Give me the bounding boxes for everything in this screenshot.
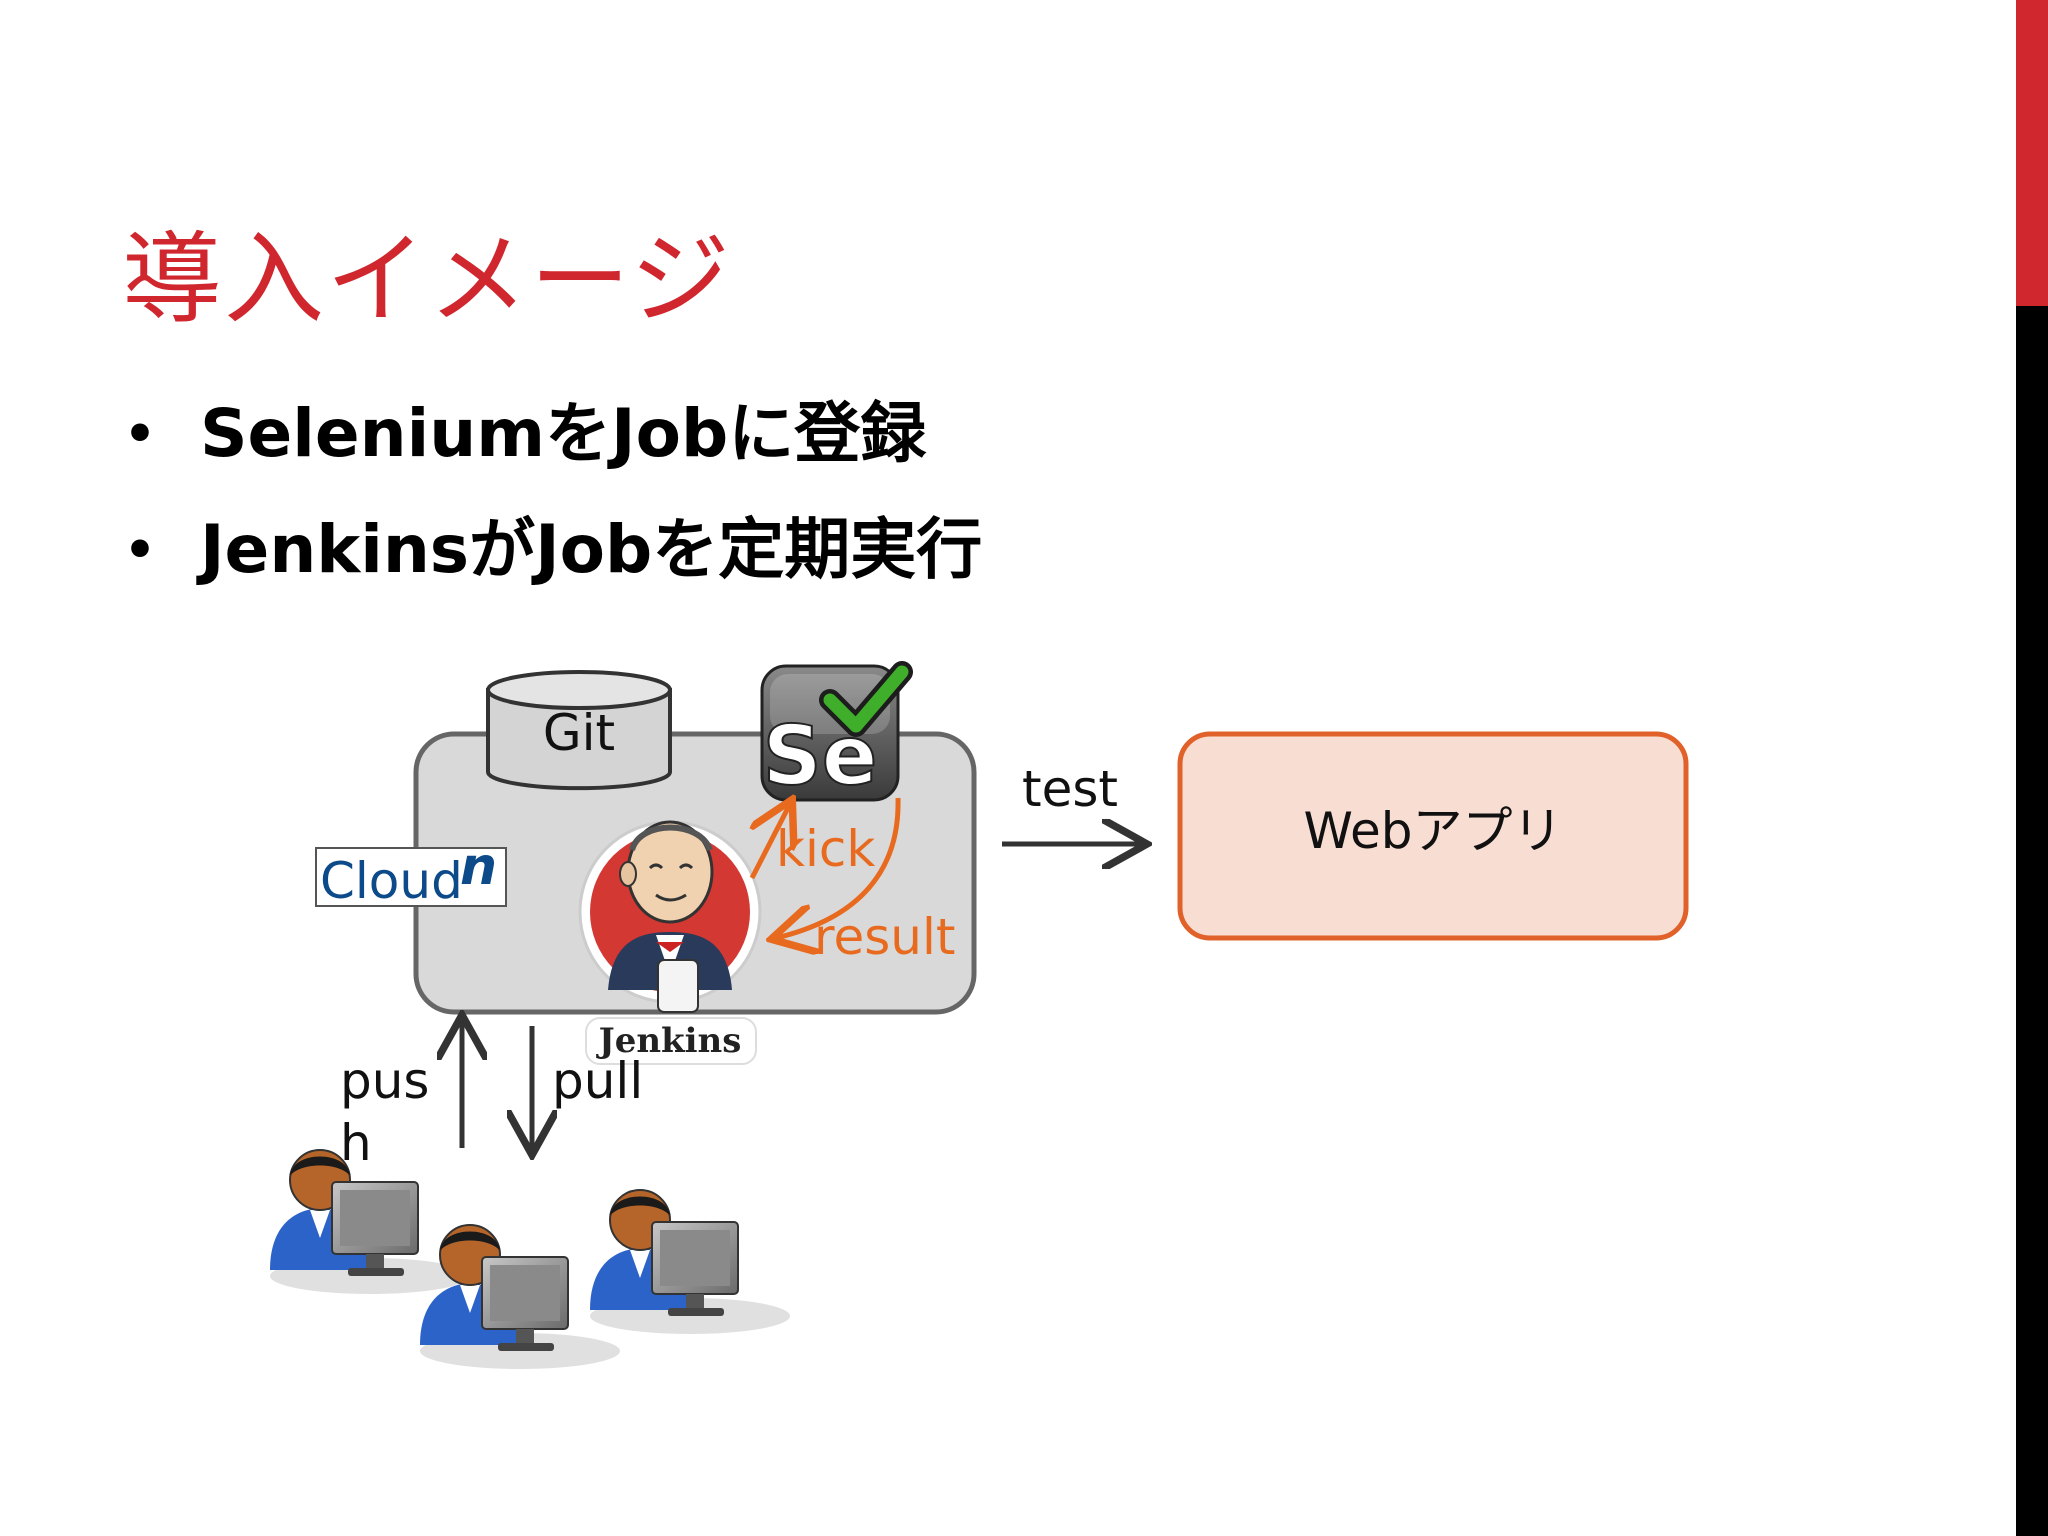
- accent-bar-black: [2016, 306, 2048, 1536]
- cloudn-logo: Cloud n: [315, 837, 507, 910]
- cloudn-label: Cloud: [320, 852, 463, 910]
- test-label: test: [1022, 760, 1118, 818]
- bullet-text: SeleniumをJobに登録: [200, 395, 927, 472]
- kick-arrow: [752, 804, 790, 880]
- bullet-list: • SeleniumをJobに登録 • JenkinsがJobを定期実行: [122, 392, 982, 624]
- bullet-item: • JenkinsがJobを定期実行: [122, 508, 982, 624]
- selenium-logo: Se: [760, 661, 913, 805]
- webapp-label: Webアプリ: [1303, 802, 1562, 860]
- push-label-line1: pus: [340, 1052, 429, 1110]
- webapp-box: [1177, 731, 1689, 941]
- pull-label: pull: [552, 1052, 643, 1110]
- git-repository-icon: Git: [486, 670, 672, 791]
- result-arrow: [776, 797, 901, 938]
- checkmark-icon: [823, 665, 909, 733]
- developer-icon: [590, 1189, 790, 1334]
- developer-icon: [270, 1149, 470, 1294]
- accent-bar-red: [2016, 0, 2048, 306]
- selenium-logo-text: Se: [763, 709, 878, 804]
- kick-label: kick: [776, 820, 875, 878]
- developer-icon: [420, 1224, 620, 1369]
- slide-title: 導入イメージ: [122, 221, 732, 338]
- bullet-item: • SeleniumをJobに登録: [122, 392, 982, 508]
- bullet-dot-icon: •: [124, 405, 156, 463]
- result-label: result: [814, 908, 955, 966]
- jenkins-logo: Jenkins: [578, 820, 762, 1065]
- bullet-text: JenkinsがJobを定期実行: [200, 511, 983, 588]
- jenkins-label: Jenkins: [596, 1021, 742, 1061]
- cloudn-superscript: n: [460, 837, 497, 897]
- git-label: Git: [543, 704, 615, 762]
- bullet-dot-icon: •: [124, 521, 156, 579]
